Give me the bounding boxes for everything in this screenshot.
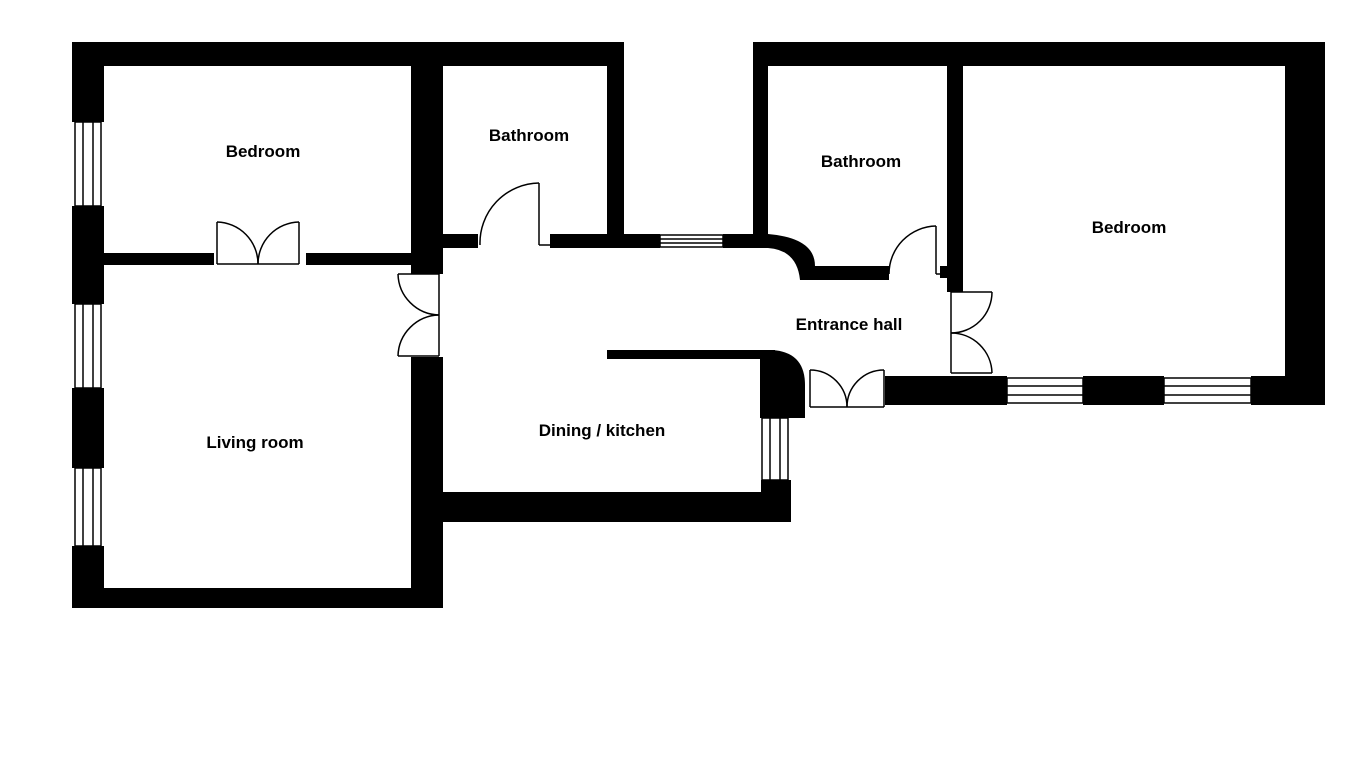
double-door-bedroom-living: [216, 221, 300, 265]
room-label-dining-kitchen: Dining / kitchen: [539, 421, 666, 440]
wall-central-lower: [411, 357, 443, 608]
wall-central-upper: [411, 42, 443, 274]
room-label-bedroom-left: Bedroom: [226, 142, 301, 161]
wall-bedroom-living-2: [306, 253, 412, 265]
room-labels: Bedroom Bathroom Bathroom Bedroom Entran…: [206, 126, 1166, 452]
double-door-living-hall: [397, 273, 440, 357]
room-label-bathroom-left: Bathroom: [489, 126, 569, 145]
door-bathroom-right: [888, 225, 941, 275]
window-left-living-2: [74, 467, 102, 547]
wall-kitchen-corner: [760, 350, 805, 418]
window-kitchen-side: [761, 417, 789, 481]
wall-door-stub: [940, 266, 949, 278]
wall-top-left: [72, 42, 624, 66]
room-label-living-room: Living room: [206, 433, 303, 452]
wall-left-outer-2: [72, 206, 104, 304]
wall-kitchen-right-lower: [761, 480, 791, 522]
wall-right-outer: [1285, 42, 1325, 405]
wall-bathroom-bedroom: [947, 42, 963, 292]
wall-bedroom-living-1: [104, 253, 214, 265]
wall-bathroom-right-bottom: [803, 266, 889, 280]
double-door-front-entrance: [809, 369, 885, 408]
room-label-bedroom-right: Bedroom: [1092, 218, 1167, 237]
wall-bottom-right-1: [885, 376, 1007, 405]
doors: [216, 182, 993, 408]
wall-left-outer-1: [72, 42, 104, 122]
wall-bathroom-left-bottom-1: [443, 234, 478, 248]
wall-bathroom-right-left: [753, 42, 768, 248]
door-bathroom-left: [479, 182, 550, 246]
window-bedroom-right-2: [1163, 377, 1252, 404]
wall-bottom-right-2: [1083, 376, 1164, 405]
double-door-hall-bedroom: [950, 291, 993, 374]
windows: [74, 121, 1252, 547]
wall-left-outer-3: [72, 388, 104, 468]
wall-bottom-right-3: [1251, 376, 1325, 405]
wall-bathroom-left-bottom-2: [550, 234, 660, 248]
wall-kitchen-top: [607, 350, 775, 359]
walls: [72, 42, 1325, 608]
window-bedroom-right-1: [1006, 377, 1084, 404]
window-left-bedroom: [74, 121, 102, 207]
room-label-entrance-hall: Entrance hall: [796, 315, 903, 334]
room-label-bathroom-right: Bathroom: [821, 152, 901, 171]
window-hall-top: [659, 234, 724, 248]
wall-kitchen-bottom: [441, 492, 791, 522]
wall-bathroom-right-curve: [768, 234, 815, 280]
window-left-living-1: [74, 303, 102, 389]
wall-top-right: [753, 42, 1325, 66]
wall-bottom-living: [72, 588, 443, 608]
wall-bathroom-left-right: [607, 42, 624, 248]
